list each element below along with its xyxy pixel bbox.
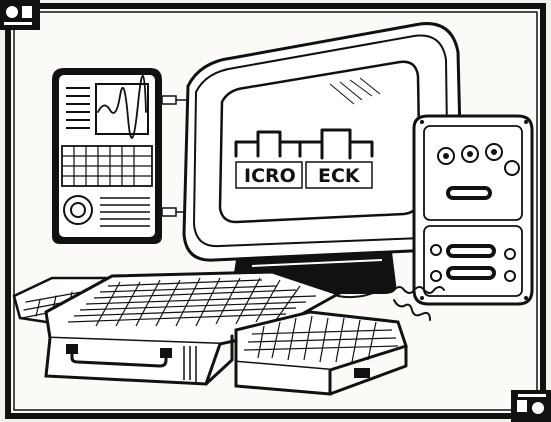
waveform-screen [95, 75, 149, 139]
main-monitor: ICRO ECK [182, 22, 464, 294]
panel-screws [420, 120, 528, 300]
left-display-module [52, 68, 197, 244]
readout-lines [66, 87, 90, 129]
logo-right-text: ECK [318, 165, 361, 187]
jack-icon [430, 244, 516, 282]
keyboard-cable [337, 289, 381, 299]
carry-handle [66, 344, 172, 368]
screen-glare [329, 77, 381, 105]
coiled-cable [393, 286, 445, 321]
module-vents [100, 197, 150, 227]
right-connector-panel [412, 114, 534, 306]
module-keypad [61, 145, 153, 187]
key-grid [67, 277, 317, 327]
keyboard-latch [354, 368, 370, 378]
module-dial [63, 195, 93, 225]
numpad-grid [243, 315, 399, 363]
logo-left-text: ICRO [244, 165, 296, 187]
knob-centers [443, 149, 497, 159]
corner-bracket-icon [0, 0, 40, 30]
d-sub-port-icon [446, 186, 496, 280]
keyboard-right-section [234, 310, 408, 396]
corner-bracket-icon [511, 390, 551, 422]
microteck-logo: ICRO ECK [234, 128, 374, 189]
keyboard-front-shading [183, 346, 197, 382]
